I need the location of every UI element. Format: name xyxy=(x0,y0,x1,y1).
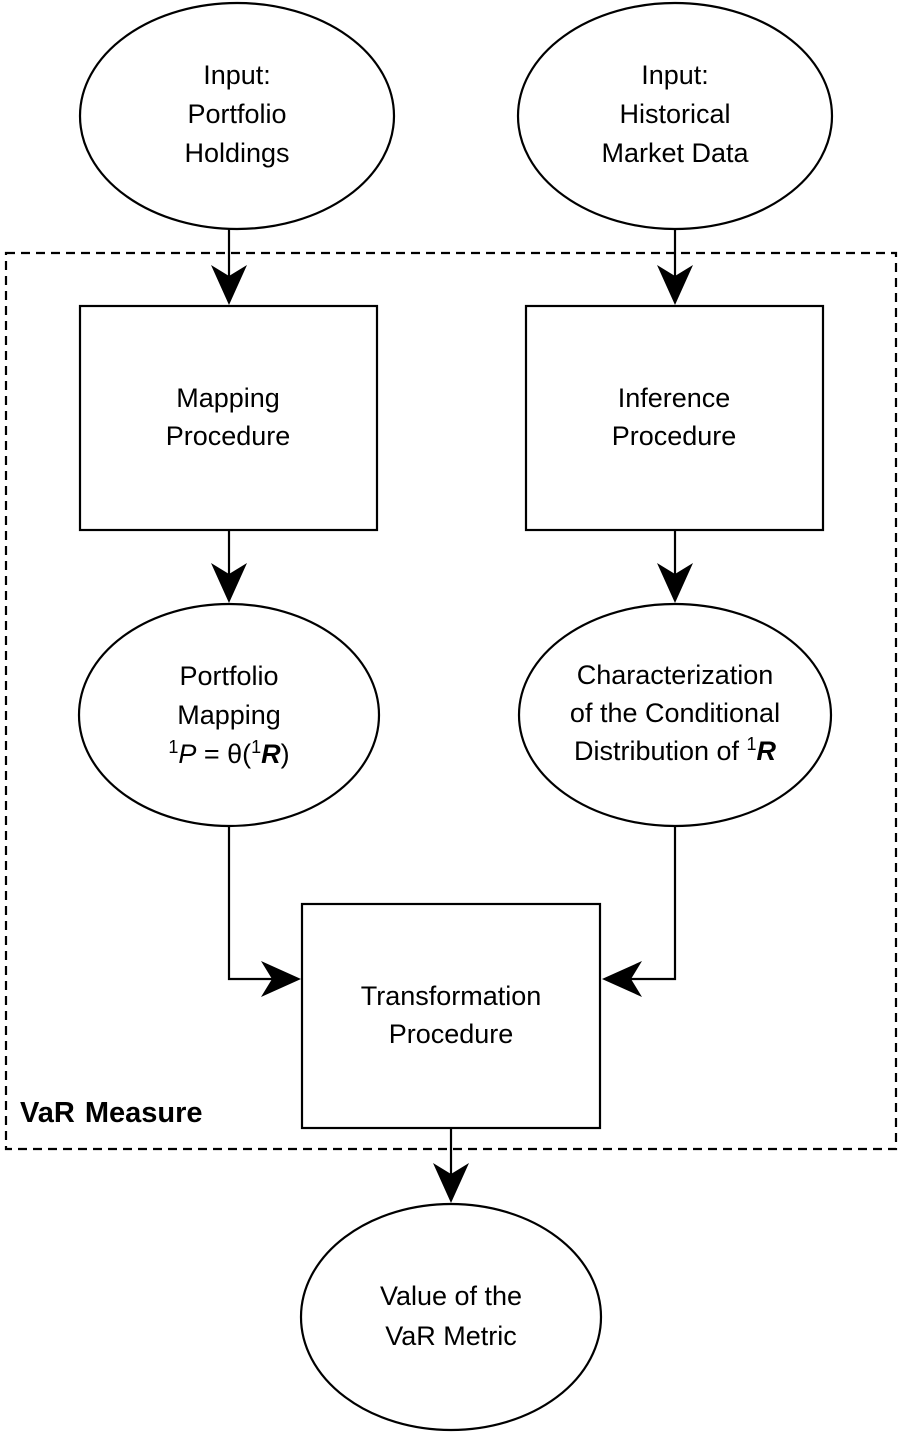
node-shape-ellipse xyxy=(78,1,396,231)
arrowhead xyxy=(657,563,693,603)
arrowhead xyxy=(602,961,642,997)
var-measure-boundary xyxy=(4,251,898,1151)
node-label-line: Historical xyxy=(619,99,730,129)
arrowhead xyxy=(211,265,247,305)
node-label-line: Market Data xyxy=(601,138,749,168)
node-mapping-procedure: Mapping Procedure xyxy=(78,304,379,532)
node-label-line: Portfolio xyxy=(187,99,286,129)
node-label-line: Procedure xyxy=(389,1019,514,1049)
arrowhead xyxy=(433,1163,469,1203)
node-shape-ellipse xyxy=(299,1202,603,1432)
node-label-line: Holdings xyxy=(184,138,289,168)
arrowhead xyxy=(261,961,301,997)
node-label-line: of the Conditional xyxy=(570,698,780,728)
node-label-line: Portfolio xyxy=(179,661,278,691)
connectors xyxy=(211,228,693,1203)
node-label-line: Characterization xyxy=(577,660,774,690)
edge-portfolio-mapping-to-transformation xyxy=(227,826,278,981)
node-label-line: VaR Metric xyxy=(385,1321,517,1351)
node-input-portfolio-holdings: Input: Portfolio Holdings xyxy=(78,1,396,231)
node-shape-ellipse xyxy=(517,602,833,828)
node-label-line: Mapping xyxy=(177,700,281,730)
node-transformation-procedure: Transformation Procedure xyxy=(300,902,602,1130)
node-output-var-value: Value of the VaR Metric xyxy=(299,1202,603,1432)
node-shape-ellipse xyxy=(516,1,834,231)
characterization-last-line: Distribution of 1R xyxy=(574,734,777,766)
arrowhead xyxy=(657,265,693,305)
node-label-line: Procedure xyxy=(166,421,291,451)
node-label-line: Input: xyxy=(203,60,271,90)
node-inference-procedure: Inference Procedure xyxy=(524,304,825,532)
node-shape-rectangle xyxy=(78,304,379,532)
node-shape-rectangle xyxy=(300,902,602,1130)
node-label-line: Transformation xyxy=(361,981,542,1011)
node-portfolio-mapping: Portfolio Mapping 1P = θ(1R) xyxy=(77,602,381,828)
node-label-line: Value of the xyxy=(380,1281,522,1311)
node-label-line: Inference xyxy=(618,383,731,413)
node-shape-rectangle xyxy=(524,304,825,532)
portfolio-mapping-formula: 1P = θ(1R) xyxy=(168,737,289,769)
node-label-line: Mapping xyxy=(176,383,280,413)
node-shape-ellipse xyxy=(77,602,381,828)
node-label-line: Procedure xyxy=(612,421,737,451)
node-input-historical-market-data: Input: Historical Market Data xyxy=(516,1,834,231)
edge-characterization-to-transformation xyxy=(625,826,677,981)
node-label-line: Input: xyxy=(641,60,709,90)
node-characterization: Characterization of the Conditional Dist… xyxy=(517,602,833,828)
arrowhead xyxy=(211,563,247,603)
